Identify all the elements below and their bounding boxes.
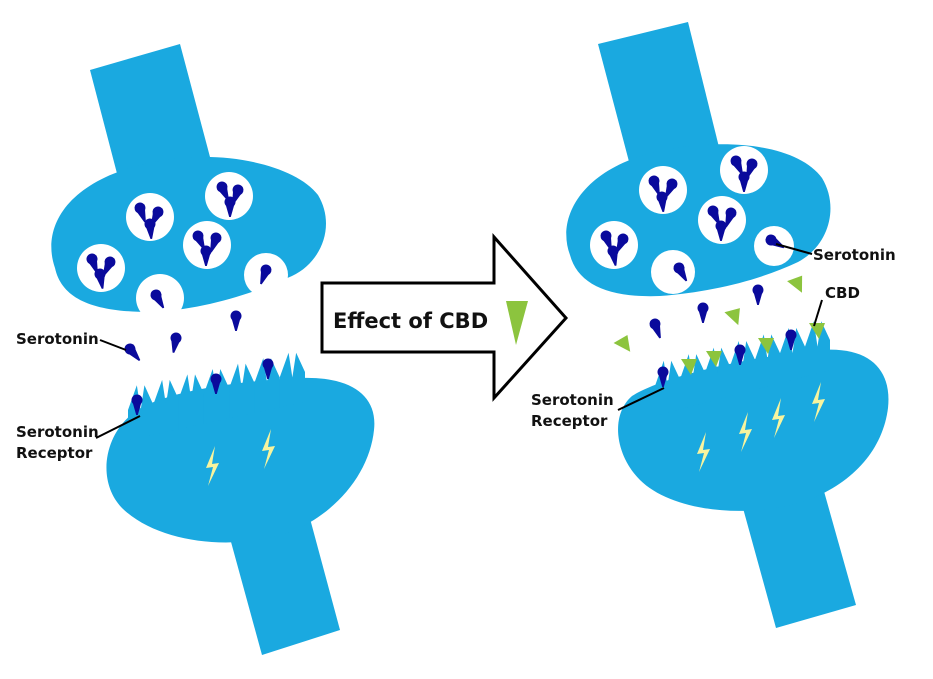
right-postsynaptic-axon (738, 470, 856, 628)
right-serotonin-molecule (647, 316, 666, 340)
right-cbd-molecule (724, 308, 745, 328)
right-serotonin-pointer (775, 243, 813, 255)
receptor-tooth (153, 379, 179, 435)
receptor-tooth (780, 327, 805, 384)
left-vesicle (126, 193, 174, 241)
right-serotonin-molecule (697, 302, 709, 323)
receptor-tooth (128, 385, 154, 440)
receptor-tooth (254, 358, 280, 413)
right-cbd-molecule (787, 275, 808, 297)
left-vesicle (183, 221, 231, 269)
right-vesicle (639, 166, 687, 214)
effect-arrow: Effect of CBD (320, 233, 569, 402)
receptor-tooth (680, 354, 705, 410)
receptor-tooth (805, 321, 830, 377)
arrow-label: Effect of CBD (333, 309, 488, 333)
receptor-tooth (229, 363, 255, 419)
left-vesicle (77, 244, 125, 292)
cbd-wedge-icon (506, 301, 528, 345)
right-receptor-label-line2: Receptor (531, 412, 608, 430)
left-serotonin-label: Serotonin (16, 330, 99, 348)
receptor-tooth (279, 352, 305, 408)
left-synapse: Serotonin Serotonin Receptor (16, 44, 375, 655)
right-serotonin-label: Serotonin (813, 246, 896, 264)
left-vesicle (205, 172, 253, 220)
right-vesicle (590, 221, 638, 269)
receptor-tooth (730, 341, 755, 397)
right-receptor-teeth (655, 321, 830, 416)
right-receptor-label-line1: Serotonin (531, 391, 614, 409)
left-receptor-label-line1: Serotonin (16, 423, 99, 441)
right-synapse: Serotonin CBD Serotonin Receptor (531, 22, 896, 628)
right-release-pocket (754, 226, 794, 266)
left-serotonin-molecule (167, 331, 183, 354)
right-vesicle (720, 146, 768, 194)
right-release-pocket (651, 250, 695, 294)
left-receptor-label-line2: Receptor (16, 444, 93, 462)
right-cbd-label: CBD (825, 284, 860, 302)
left-serotonin-molecule (122, 341, 144, 365)
right-vesicle (698, 196, 746, 244)
left-serotonin-pointer (99, 339, 127, 351)
left-receptor-pointer (95, 415, 141, 439)
left-serotonin-molecule (230, 310, 242, 331)
arrow-shape (320, 233, 569, 402)
right-serotonin-molecule (752, 284, 764, 305)
right-cbd-molecule (613, 334, 636, 357)
right-receptor-pointer (617, 387, 665, 411)
receptor-tooth (705, 347, 730, 403)
receptor-tooth (203, 369, 230, 424)
receptor-tooth (755, 334, 780, 390)
right-cbd-pointer (813, 299, 823, 327)
receptor-tooth (178, 374, 204, 430)
